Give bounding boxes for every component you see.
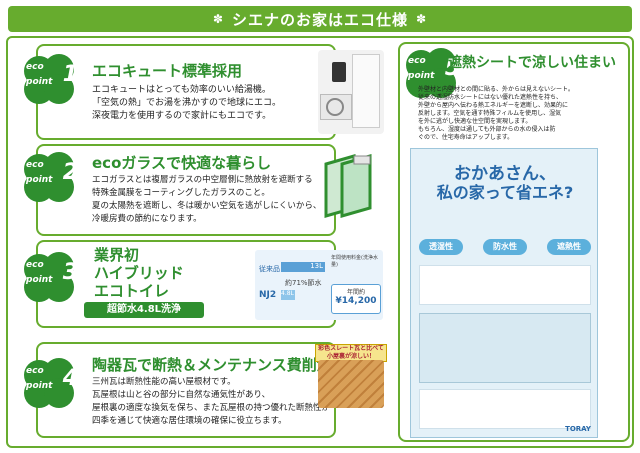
flyer-tag: 透湿性 [419,239,463,255]
point-1-title: エコキュート標準採用 [92,62,243,80]
point-number: 1 [62,62,78,87]
flyer-brand: TORAY [565,425,591,433]
point-5-body: 外壁材と内壁材との間に貼る、外からは見えないシート。 従来の透湿防水シートにはな… [418,86,574,141]
clover-icon: ✽ [416,12,428,26]
point-5-title: 遮熱シートで涼しい住まい [448,55,616,71]
point-1-body: エコキュートはとっても効率のいい給湯機。 「空気の熱」でお湯を沸かすので地球にエ… [92,85,282,121]
roof-tile-image [318,360,384,408]
ecocute-unit-image [318,50,384,134]
water-saving-badge: 超節水4.8L洗浄 [84,302,204,318]
point-2-title: ecoガラスで快適な暮らし [92,154,272,172]
flyer-tag: 防水性 [483,239,527,255]
toilet-comparison-chart: 従来品 13L NJ2 4.8L 約71%節水 年間使用料金(洗浄水量) 年間約… [255,250,383,320]
point-4-body: 三州瓦は断熱性能の高い屋根材です。 瓦屋根は山と谷の部分に自然な通気性があり、 … [92,377,331,426]
point-4-box [36,342,336,438]
clover-icon: ✽ [212,12,224,26]
point-1-box [36,44,336,140]
heat-shield-flyer-image: おかあさん、 私の家って省エネ? 透湿性 防水性 遮熱性 TORAY [410,148,598,438]
page-title: シエナのお家はエコ仕様 [231,10,408,29]
point-2-body: エコガラスとは複層ガラスの中空層側に熱放射を遮断する 特殊金属膜をコーティングし… [92,175,322,224]
point-4-title: 陶器瓦で断熱＆メンテナンス費削減 [92,356,332,374]
content-frame [6,36,634,448]
point-2-box [36,144,336,236]
page-banner: ✽ シエナのお家はエコ仕様 ✽ [8,6,632,32]
eco-glass-image [324,154,372,218]
point-5-box [398,42,630,442]
flyer-tag: 遮熱性 [547,239,591,255]
point-3-title: 業界初 ハイブリッド エコトイレ [94,246,184,300]
